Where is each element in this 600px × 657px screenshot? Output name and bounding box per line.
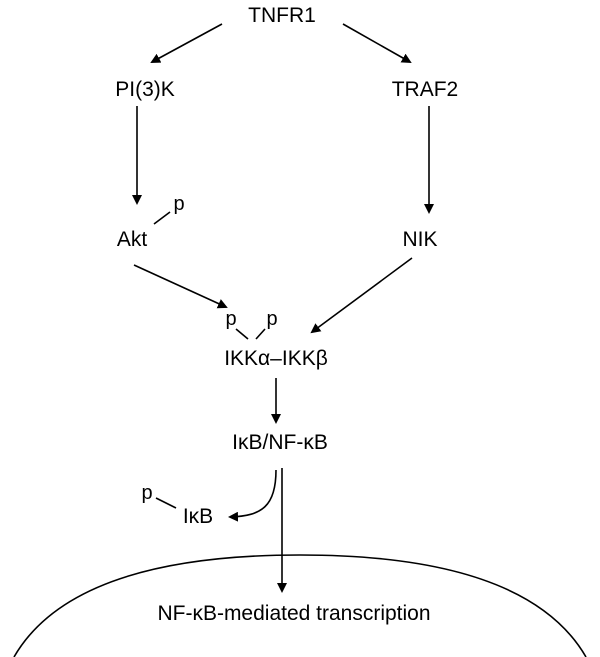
arrow-nik-to-ikk — [310, 257, 413, 334]
akt-phospho-link — [153, 211, 171, 225]
node-akt: Akt — [117, 228, 148, 251]
arrow-akt-to-ikk — [133, 264, 228, 309]
ikka-phosphate-label: p — [225, 308, 236, 330]
akt-phosphate-label: p — [173, 193, 184, 215]
ikkb-phospho-link — [255, 328, 266, 340]
node-ikb-nfkb: IκB/NF-κB — [232, 431, 328, 454]
arrow-ikb-release — [228, 469, 277, 522]
ikka-phospho-link — [235, 328, 249, 340]
ikb-phosphate-label: p — [141, 482, 152, 504]
node-tnfr1: TNFR1 — [248, 4, 316, 27]
node-nik: NIK — [402, 228, 437, 251]
node-pi3k: PI(3)K — [115, 78, 175, 101]
ikkb-phosphate-label: p — [266, 308, 277, 330]
ikb-phospho-link — [155, 497, 177, 509]
arrow-tnfr1-to-traf2 — [342, 23, 412, 63]
node-traf2: TRAF2 — [392, 78, 459, 101]
node-ikk-complex: IKKα–IKKβ — [224, 347, 328, 370]
node-transcription: NF-κB-mediated transcription — [157, 602, 430, 625]
node-ikb: IκB — [183, 505, 213, 528]
nucleus-membrane-arc — [13, 554, 587, 657]
arrow-tnfr1-to-pi3k — [150, 23, 223, 63]
